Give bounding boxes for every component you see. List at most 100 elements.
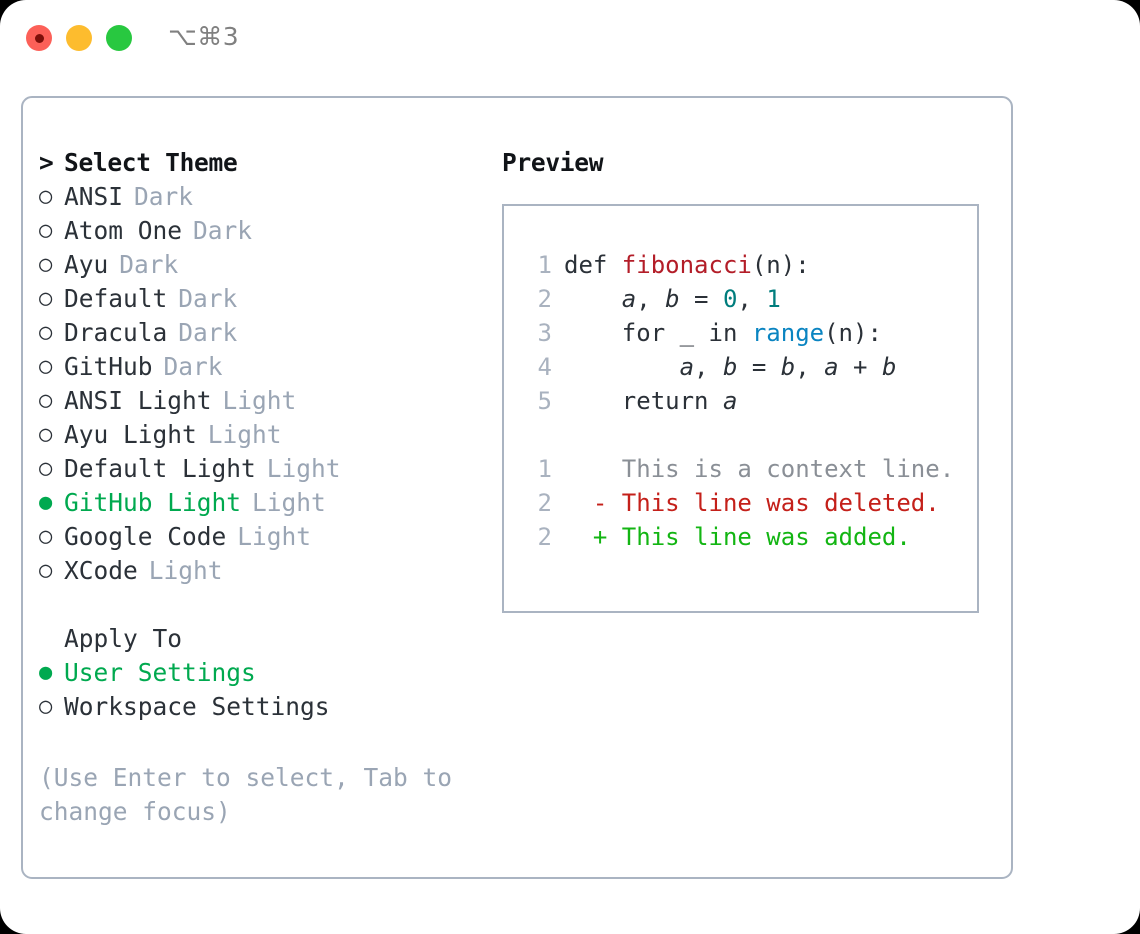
theme-variant-tag: Dark	[178, 318, 238, 347]
line-number: 5	[537, 387, 552, 415]
diff-line-text: This is a context line.	[607, 455, 955, 483]
diff-line-text: This line was added.	[607, 523, 911, 551]
radio-unselected-icon[interactable]: ○	[39, 694, 53, 719]
code-line-text: a, b = b, a + b	[564, 350, 897, 384]
radio-unselected-icon[interactable]: ○	[39, 354, 53, 379]
code-token: b	[722, 353, 738, 381]
code-line: 5 return a	[524, 384, 964, 418]
code-token: a	[824, 353, 839, 381]
theme-name: Atom One	[64, 216, 183, 245]
code-token: (n):	[751, 251, 810, 279]
diff-line: 2 - This line was deleted.	[524, 486, 964, 520]
code-token: return	[564, 387, 723, 415]
line-number: 2	[537, 489, 552, 517]
page-title: Select Theme	[64, 148, 238, 177]
prompt-caret-icon: >	[39, 148, 54, 177]
code-line: 3 for _ in range(n):	[524, 316, 964, 350]
theme-name: ANSI	[64, 182, 124, 211]
radio-unselected-icon[interactable]: ○	[39, 218, 53, 243]
apply-to-option[interactable]: ● User Settings	[39, 656, 499, 690]
theme-variant-tag: Light	[266, 454, 341, 483]
theme-name: Google Code	[64, 522, 227, 551]
theme-list-item[interactable]: ○ Google Code Light	[39, 520, 499, 554]
diff-marker	[564, 452, 607, 486]
line-number: 2	[537, 285, 552, 313]
radio-selected-icon[interactable]: ●	[39, 660, 53, 685]
diff-line-text: This line was deleted.	[607, 489, 940, 517]
code-token: a	[679, 353, 695, 381]
radio-unselected-icon[interactable]: ○	[39, 388, 53, 413]
apply-to-label: User Settings	[64, 658, 256, 687]
theme-list-item[interactable]: ○ GitHub Dark	[39, 350, 499, 384]
theme-list-item[interactable]: ○ ANSI Dark	[39, 180, 499, 214]
line-number: 4	[537, 353, 552, 381]
apply-to-option[interactable]: ○ Workspace Settings	[39, 690, 499, 724]
code-line: 2 a, b = 0, 1	[524, 282, 964, 316]
line-number: 3	[537, 319, 552, 347]
radio-unselected-icon[interactable]: ○	[39, 456, 53, 481]
code-token: a	[621, 285, 637, 313]
theme-variant-tag: Dark	[163, 352, 223, 381]
maximize-window-button[interactable]	[106, 25, 132, 51]
code-token: =	[679, 285, 723, 313]
close-window-button[interactable]	[26, 25, 52, 51]
radio-unselected-icon[interactable]: ○	[39, 252, 53, 277]
radio-unselected-icon[interactable]: ○	[39, 320, 53, 345]
code-token: b	[665, 285, 680, 313]
diff-marker: +	[564, 523, 608, 551]
radio-unselected-icon[interactable]: ○	[39, 524, 53, 549]
select-theme-header: > Select Theme	[39, 146, 499, 180]
radio-unselected-icon[interactable]: ○	[39, 422, 53, 447]
radio-unselected-icon[interactable]: ○	[39, 558, 53, 583]
minimize-window-button[interactable]	[66, 25, 92, 51]
theme-name: GitHub Light	[64, 488, 242, 517]
code-token: +	[838, 353, 882, 381]
code-token	[564, 285, 622, 313]
radio-unselected-icon[interactable]: ○	[39, 286, 53, 311]
theme-name: GitHub	[64, 352, 153, 381]
theme-variant-tag: Light	[237, 522, 312, 551]
diff-marker: -	[564, 489, 608, 517]
code-line: 4 a, b = b, a + b	[524, 350, 964, 384]
code-token: a	[722, 387, 738, 415]
theme-variant-tag: Dark	[134, 182, 194, 211]
code-token: 1	[766, 285, 781, 313]
list-spacer	[39, 588, 499, 622]
diff-line: 2 + This line was added.	[524, 520, 964, 554]
window-controls	[26, 25, 132, 51]
code-token: =	[737, 353, 781, 381]
radio-unselected-icon[interactable]: ○	[39, 184, 53, 209]
code-token: ,	[694, 353, 723, 381]
code-token	[564, 353, 680, 381]
theme-variant-tag: Light	[207, 420, 282, 449]
theme-name: XCode	[64, 556, 138, 585]
code-token: ,	[795, 353, 825, 381]
code-token: fibonacci	[621, 251, 752, 279]
title-bar: ⌥⌘3	[0, 0, 1140, 76]
apply-to-label: Workspace Settings	[64, 692, 330, 721]
radio-selected-icon[interactable]: ●	[39, 490, 53, 515]
theme-name: Ayu	[64, 250, 109, 279]
theme-variant-tag: Light	[222, 386, 297, 415]
code-token: ,	[636, 285, 666, 313]
code-token: ,	[737, 285, 767, 313]
code-token: 0	[722, 285, 738, 313]
code-token: b	[881, 353, 897, 381]
line-number: 1	[537, 455, 552, 483]
keyboard-shortcut-label: ⌥⌘3	[168, 22, 240, 51]
